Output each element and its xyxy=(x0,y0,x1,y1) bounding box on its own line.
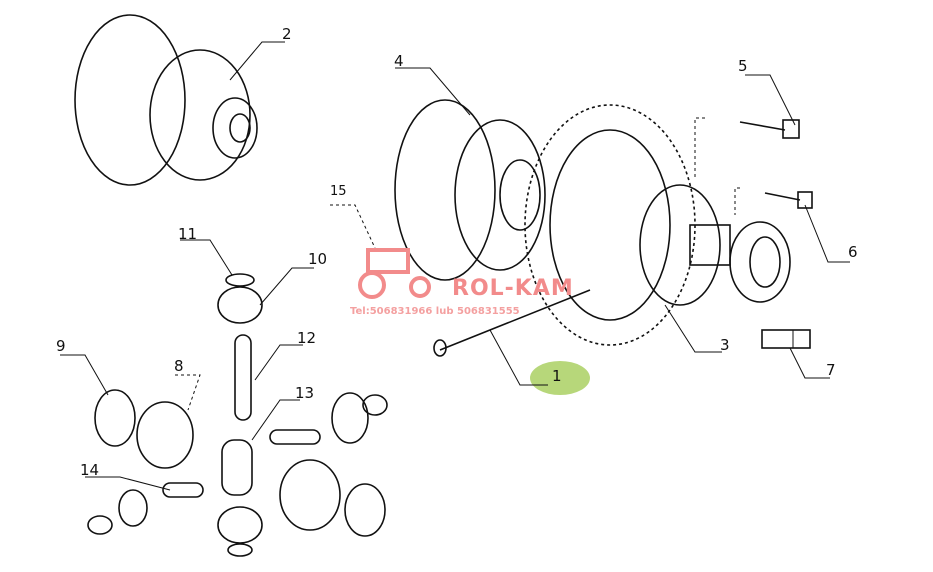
callout-lines xyxy=(60,41,850,491)
label-12[interactable]: 12 xyxy=(297,329,317,347)
label-4[interactable]: 4 xyxy=(394,52,404,70)
bolt-6[interactable] xyxy=(764,191,813,209)
label-7[interactable]: 7 xyxy=(826,361,836,379)
label-15[interactable]: 15 xyxy=(330,184,347,199)
label-13[interactable]: 13 xyxy=(295,384,315,402)
ring-gear-1[interactable] xyxy=(433,104,696,357)
watermark-phone: Tel:506831966 lub 506831555 xyxy=(350,306,520,317)
label-3[interactable]: 3 xyxy=(720,336,730,354)
label-10[interactable]: 10 xyxy=(308,250,328,268)
small-parts[interactable] xyxy=(87,273,388,557)
differential-housing-2[interactable] xyxy=(74,14,258,186)
shim-7[interactable] xyxy=(761,329,811,349)
label-5[interactable]: 5 xyxy=(738,57,748,75)
bolt-5[interactable] xyxy=(739,119,800,139)
highlight-part-1[interactable] xyxy=(530,361,590,395)
label-14[interactable]: 14 xyxy=(80,461,100,479)
watermark-brand: ROL-KAM xyxy=(452,276,574,301)
label-9[interactable]: 9 xyxy=(56,337,66,355)
bearing-carrier-3[interactable] xyxy=(639,184,791,306)
label-11[interactable]: 11 xyxy=(178,225,198,243)
differential-housing-4[interactable] xyxy=(394,99,546,281)
label-6[interactable]: 6 xyxy=(848,243,858,261)
label-8[interactable]: 8 xyxy=(174,357,184,375)
label-2[interactable]: 2 xyxy=(282,25,292,43)
label-1[interactable]: 1 xyxy=(552,367,562,385)
watermark-tractor-logo xyxy=(358,248,431,299)
